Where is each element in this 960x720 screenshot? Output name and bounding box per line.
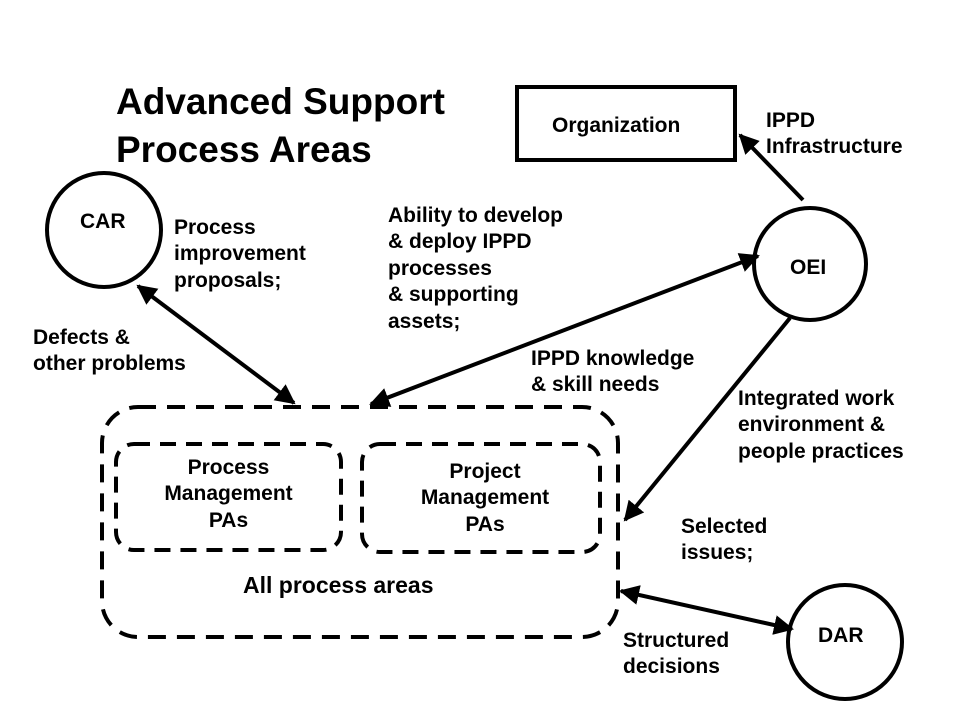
ippd-infrastructure-line-1: IPPD [766,109,816,132]
organization-label: Organization [552,114,681,137]
arrow-oei-all-process-areas [369,253,760,407]
arrow-oei-to-all-process-areas [623,316,792,522]
ippd-knowledge-label: IPPD knowledge & skill needs [531,346,694,399]
car-label: CAR [80,210,126,233]
project-management-label: Project Management PAs [366,459,604,538]
page-title-line-2: Process Areas [116,129,372,170]
process-improvement-line-2: improvement [174,242,306,266]
ippd-knowledge-line-2: & skill needs [531,373,660,397]
arrow-oei-to-organization [738,133,805,202]
arrow-car-all-process-areas [136,284,296,405]
ability-line-5: assets; [388,309,461,333]
all-process-areas-container [100,405,620,639]
process-improvement-line-1: Process [174,216,256,239]
selected-issues-label: Selected issues; [681,514,767,567]
project-management-container [360,442,602,554]
page-title-line-1: Advanced Support [116,81,445,122]
dar-circle [786,583,904,701]
ippd-knowledge-line-1: IPPD knowledge [531,347,695,370]
integrated-work-line-3: people practices [738,439,904,463]
process-improvement-line-3: proposals; [174,268,282,292]
process-management-label: Process Management PAs [116,455,341,534]
integrated-work-line-1: Integrated work [738,387,895,410]
ability-label: Ability to develop & deploy IPPD process… [388,203,563,335]
oei-label: OEI [790,256,827,279]
defects-line-2: other problems [33,352,186,376]
selected-issues-line-2: issues; [681,541,754,565]
process-management-line-1: Process [187,456,270,479]
defects-label: Defects & other problems [33,325,186,378]
process-management-line-3: PAs [208,508,249,532]
integrated-work-label: Integrated work environment & people pra… [738,386,904,465]
all-process-areas-label: All process areas [243,572,434,598]
process-improvement-label: Process improvement proposals; [174,215,306,294]
structured-decisions-line-1: Structured [623,629,730,652]
project-management-line-3: PAs [465,512,505,536]
selected-issues-line-1: Selected [681,515,768,538]
structured-decisions-label: Structured decisions [623,628,729,681]
ability-line-3: processes [388,256,492,280]
arrow-dar-all-process-areas [619,585,794,635]
ability-line-4: & supporting [388,283,519,307]
integrated-work-line-2: environment & [738,413,886,437]
project-management-line-2: Management [420,486,550,510]
dar-label: DAR [818,624,864,647]
process-management-line-2: Management [164,482,293,506]
organization-box [515,85,737,162]
structured-decisions-line-2: decisions [623,655,720,679]
project-management-line-1: Project [449,460,521,483]
ability-line-1: Ability to develop [388,204,564,227]
ippd-infrastructure-line-2: Infrastructure [766,135,903,159]
car-circle [45,171,163,289]
ability-line-2: & deploy IPPD [388,230,532,254]
defects-line-1: Defects & [33,326,130,349]
ippd-infrastructure-label: IPPD Infrastructure [766,108,903,161]
